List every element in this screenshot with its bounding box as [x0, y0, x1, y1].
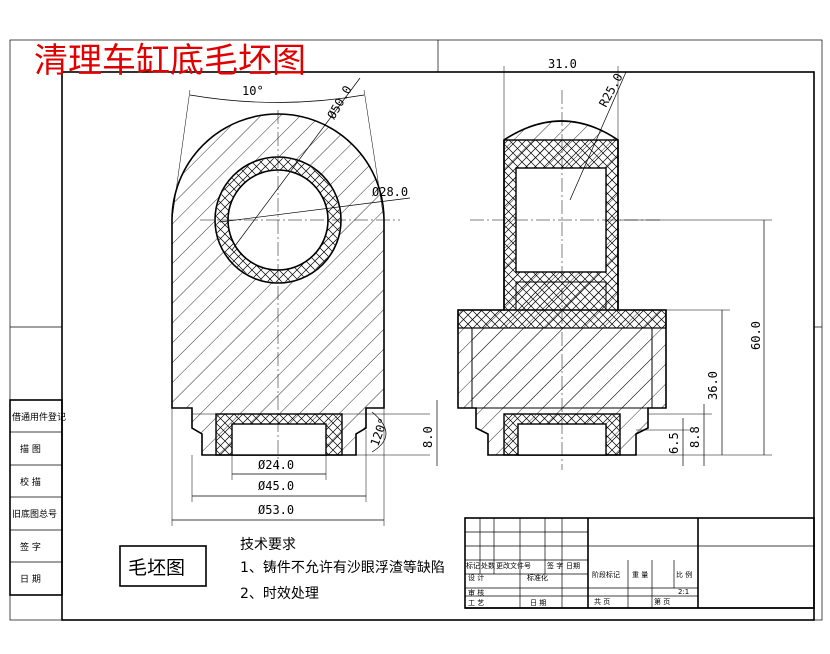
dim-dia-24-text: Ø24.0	[258, 458, 294, 472]
tb-cell: 共 页	[594, 597, 610, 606]
side-web	[515, 281, 607, 311]
tb-cell: 2:1	[678, 588, 689, 596]
left-table-row: 描 图	[20, 443, 41, 455]
dim-height-36-text: 36.0	[706, 371, 720, 400]
dim-dia-45-text: Ø45.0	[258, 479, 294, 493]
ext-line	[363, 89, 385, 221]
left-table-row: 借通用件登记	[12, 411, 66, 423]
requirement-item: 2、时效处理	[240, 586, 319, 602]
outer-border	[9, 39, 823, 621]
tb-cell: 日 期	[530, 599, 546, 607]
tb-cell: 审 核	[468, 588, 484, 597]
dim-width-31-text: 31.0	[548, 57, 577, 71]
label-box	[119, 545, 207, 587]
counterbore	[231, 423, 327, 456]
dim-radius-text: R25.0	[596, 71, 625, 109]
dim-height-8-text: 8.0	[421, 426, 435, 448]
side-view: 31.0 R25.0 60.0 36.0 8.8 6.5	[457, 57, 772, 470]
dim-dia-inner-text: Ø28.0	[372, 185, 408, 199]
dim-height-8-8-text: 8.8	[688, 426, 702, 448]
ext-line	[171, 89, 191, 221]
dim-dia-outer-leader	[231, 77, 361, 251]
left-table-row: 签 字	[20, 541, 41, 553]
left-table-row: 日 期	[20, 574, 41, 585]
tb-cell: 工 艺	[468, 599, 484, 607]
dim-dia-53-text: Ø53.0	[258, 503, 294, 517]
requirements-heading: 技术要求	[240, 537, 296, 553]
label-box-text: 毛坯图	[128, 557, 185, 579]
requirement-item: 1、铸件不允许有沙眼浮渣等缺陷	[240, 559, 445, 576]
tb-cell: 日期	[566, 562, 580, 570]
tb-cell: 重 量	[632, 571, 648, 579]
dim-height-6-5-text: 6.5	[667, 432, 681, 454]
dim-angle-bottom	[371, 411, 387, 453]
dim-dia-inner-leader	[219, 197, 411, 223]
dim-dia-outer-text: Ø50.0	[324, 83, 354, 121]
tb-cell: 阶段标记	[592, 570, 620, 579]
left-table-row: 校 描	[20, 476, 41, 488]
dim-angle-bottom-text: 120°	[368, 416, 391, 448]
dim-angle-top-text: 10°	[242, 84, 264, 98]
tb-cell: 第 页	[654, 597, 670, 606]
title-block: 标记 处数 更改文件号 签 字 日期 设 计 标准化 审 核 工 艺 日 期 阶…	[464, 517, 815, 609]
tb-cell: 签 字	[547, 561, 563, 570]
left-table-frame	[9, 399, 63, 596]
dim-radius-leader	[569, 71, 627, 201]
dim-angle-top	[189, 94, 365, 103]
drawing-title: 清理车缸底毛坯图	[34, 41, 306, 81]
tb-cell: 设 计	[468, 573, 484, 582]
tb-cell: 处数	[481, 561, 495, 570]
tb-cell: 更改文件号	[496, 561, 531, 570]
dim-height-60-text: 60.0	[749, 321, 763, 350]
tb-cell: 标准化	[527, 573, 548, 582]
tb-cell: 比 例	[676, 570, 692, 579]
tb-cell: 标记	[466, 561, 480, 570]
front-view: 10° Ø50.0 Ø28.0 Ø24.0 Ø45.0 Ø53.0 120° 8…	[171, 77, 438, 526]
left-table-row: 旧底图总号	[12, 508, 57, 520]
left-table: 借通用件登记 描 图 校 描 旧底图总号 签 字 日 期	[9, 399, 66, 596]
